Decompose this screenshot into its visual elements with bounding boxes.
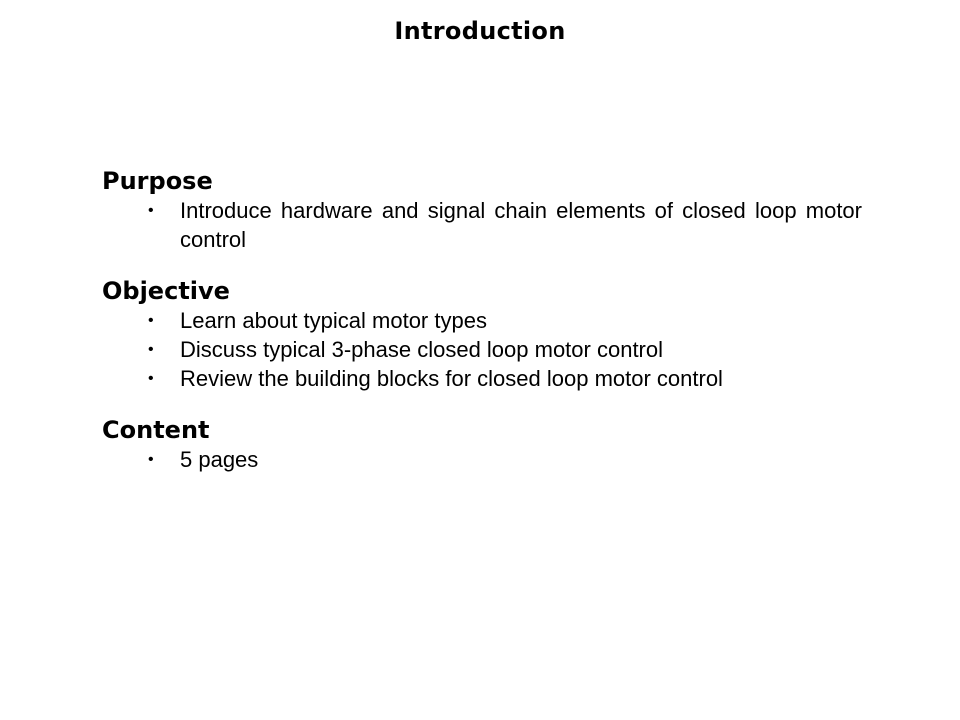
bullet-icon: • xyxy=(148,451,154,468)
slide-title: Introduction xyxy=(394,17,566,45)
bullet-icon: • xyxy=(148,370,154,387)
bullet-list: •5 pages xyxy=(102,445,862,474)
section-objective: Objective •Learn about typical motor typ… xyxy=(102,276,862,393)
bullet-icon: • xyxy=(148,202,154,219)
bullet-icon: • xyxy=(148,341,154,358)
section-purpose: Purpose •Introduce hardware and signal c… xyxy=(102,166,862,254)
section-heading: Objective xyxy=(102,277,230,305)
bullet-item: •Review the building blocks for closed l… xyxy=(148,366,723,391)
slide-body: Purpose •Introduce hardware and signal c… xyxy=(102,166,862,496)
bullet-icon: • xyxy=(148,312,154,329)
section-content: Content •5 pages xyxy=(102,415,862,474)
bullet-item: •Discuss typical 3-phase closed loop mot… xyxy=(148,337,664,362)
bullet-item: •Learn about typical motor types xyxy=(148,308,487,333)
bullet-item: •Introduce hardware and signal chain ele… xyxy=(148,198,862,252)
bullet-item: •5 pages xyxy=(148,447,259,472)
section-heading: Purpose xyxy=(102,167,213,195)
section-heading: Content xyxy=(102,416,210,444)
bullet-list: •Learn about typical motor types •Discus… xyxy=(102,306,862,393)
bullet-list: •Introduce hardware and signal chain ele… xyxy=(102,196,862,254)
